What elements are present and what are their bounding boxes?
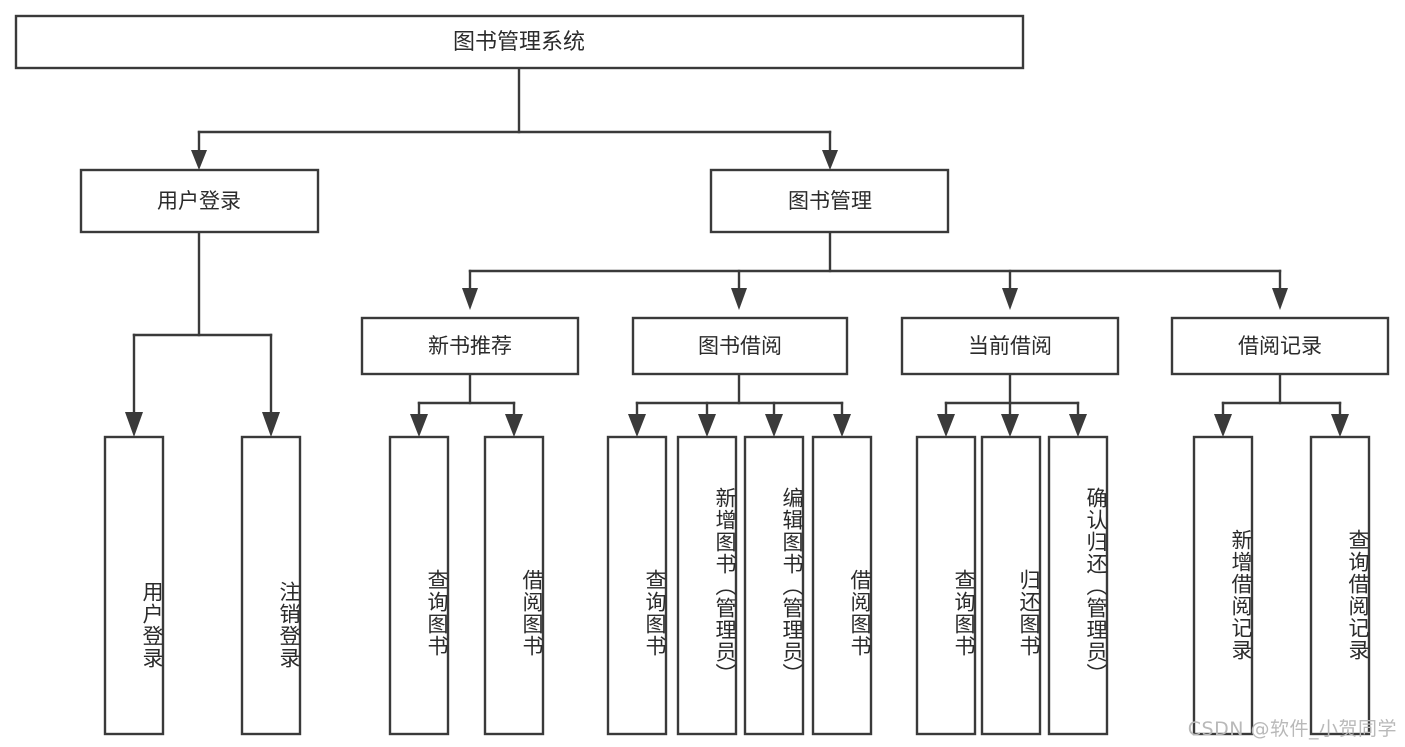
node-root[interactable]: 图书管理系统 xyxy=(14,14,1025,70)
node-book-borrow-box[interactable] xyxy=(631,316,849,376)
arrow-head-bb-leaf-2 xyxy=(698,414,716,437)
node-new-book-recommend-box[interactable] xyxy=(360,316,580,376)
arrow-head-new-book xyxy=(462,288,478,310)
leaf-box-bb-edit-book[interactable] xyxy=(743,435,805,736)
leaf-box-nb-borrow-book[interactable] xyxy=(483,435,545,736)
leaf-box-br-add-record[interactable] xyxy=(1192,435,1254,736)
arrow-head-bb-leaf-3 xyxy=(765,414,783,437)
arrow-head-bb-leaf-1 xyxy=(628,414,646,437)
leaf-box-user-login[interactable] xyxy=(103,435,165,736)
arrow-head-book-borrow xyxy=(731,288,747,310)
leaf-box-nb-query-book[interactable] xyxy=(388,435,450,736)
arrow-head-leaf-logout xyxy=(262,412,280,437)
arrow-head-bb-leaf-4 xyxy=(833,414,851,437)
arrow-head-cb-leaf-3 xyxy=(1069,414,1087,437)
arrow-head-current-borrow xyxy=(1002,288,1018,310)
csdn-watermark: CSDN @软件_小贺同学 xyxy=(1187,718,1397,740)
node-book-manage[interactable]: 图书管理 xyxy=(709,168,950,234)
arrow-head-br-leaf-2 xyxy=(1331,414,1349,437)
node-borrow-record[interactable]: 借阅记录 xyxy=(1170,316,1390,376)
leaf-box-logout[interactable] xyxy=(240,435,302,736)
arrow-head-nb-leaf-1 xyxy=(410,414,428,437)
node-root-box[interactable] xyxy=(14,14,1025,70)
arrow-head-cb-leaf-1 xyxy=(937,414,955,437)
node-current-borrow[interactable]: 当前借阅 xyxy=(900,316,1120,376)
node-user-login[interactable]: 用户登录 xyxy=(79,168,320,234)
arrow-head-cb-leaf-2 xyxy=(1001,414,1019,437)
leaf-box-bb-query-book[interactable] xyxy=(606,435,668,736)
node-root-label: 图书管理系统 xyxy=(453,30,585,55)
arrow-head-user-login xyxy=(191,150,207,170)
leaf-box-br-query-record[interactable] xyxy=(1309,435,1371,736)
arrow-head-book-manage xyxy=(822,150,838,170)
node-borrow-record-label: 借阅记录 xyxy=(1238,334,1322,358)
connectors xyxy=(125,66,1349,437)
arrow-head-borrow-record xyxy=(1272,288,1288,310)
leaf-box-cb-query-book[interactable] xyxy=(915,435,977,736)
arrow-head-br-leaf-1 xyxy=(1214,414,1232,437)
node-book-manage-label: 图书管理 xyxy=(788,189,872,213)
leaf-box-bb-add-book[interactable] xyxy=(676,435,738,736)
node-book-borrow[interactable]: 图书借阅 xyxy=(631,316,849,376)
node-user-login-box[interactable] xyxy=(79,168,320,234)
leaf-box-cb-return-book[interactable] xyxy=(980,435,1042,736)
leaf-box-bb-borrow-book[interactable] xyxy=(811,435,873,736)
arrow-head-leaf-user-login xyxy=(125,412,143,437)
leaf-box-cb-confirm-return[interactable] xyxy=(1047,435,1109,736)
arrow-head-nb-leaf-2 xyxy=(505,414,523,437)
node-borrow-record-box[interactable] xyxy=(1170,316,1390,376)
node-current-borrow-box[interactable] xyxy=(900,316,1120,376)
node-new-book-recommend-label: 新书推荐 xyxy=(428,334,512,358)
node-user-login-label: 用户登录 xyxy=(157,189,241,213)
node-book-manage-box[interactable] xyxy=(709,168,950,234)
node-new-book-recommend[interactable]: 新书推荐 xyxy=(360,316,580,376)
node-current-borrow-label: 当前借阅 xyxy=(968,334,1052,358)
node-book-borrow-label: 图书借阅 xyxy=(698,334,782,358)
